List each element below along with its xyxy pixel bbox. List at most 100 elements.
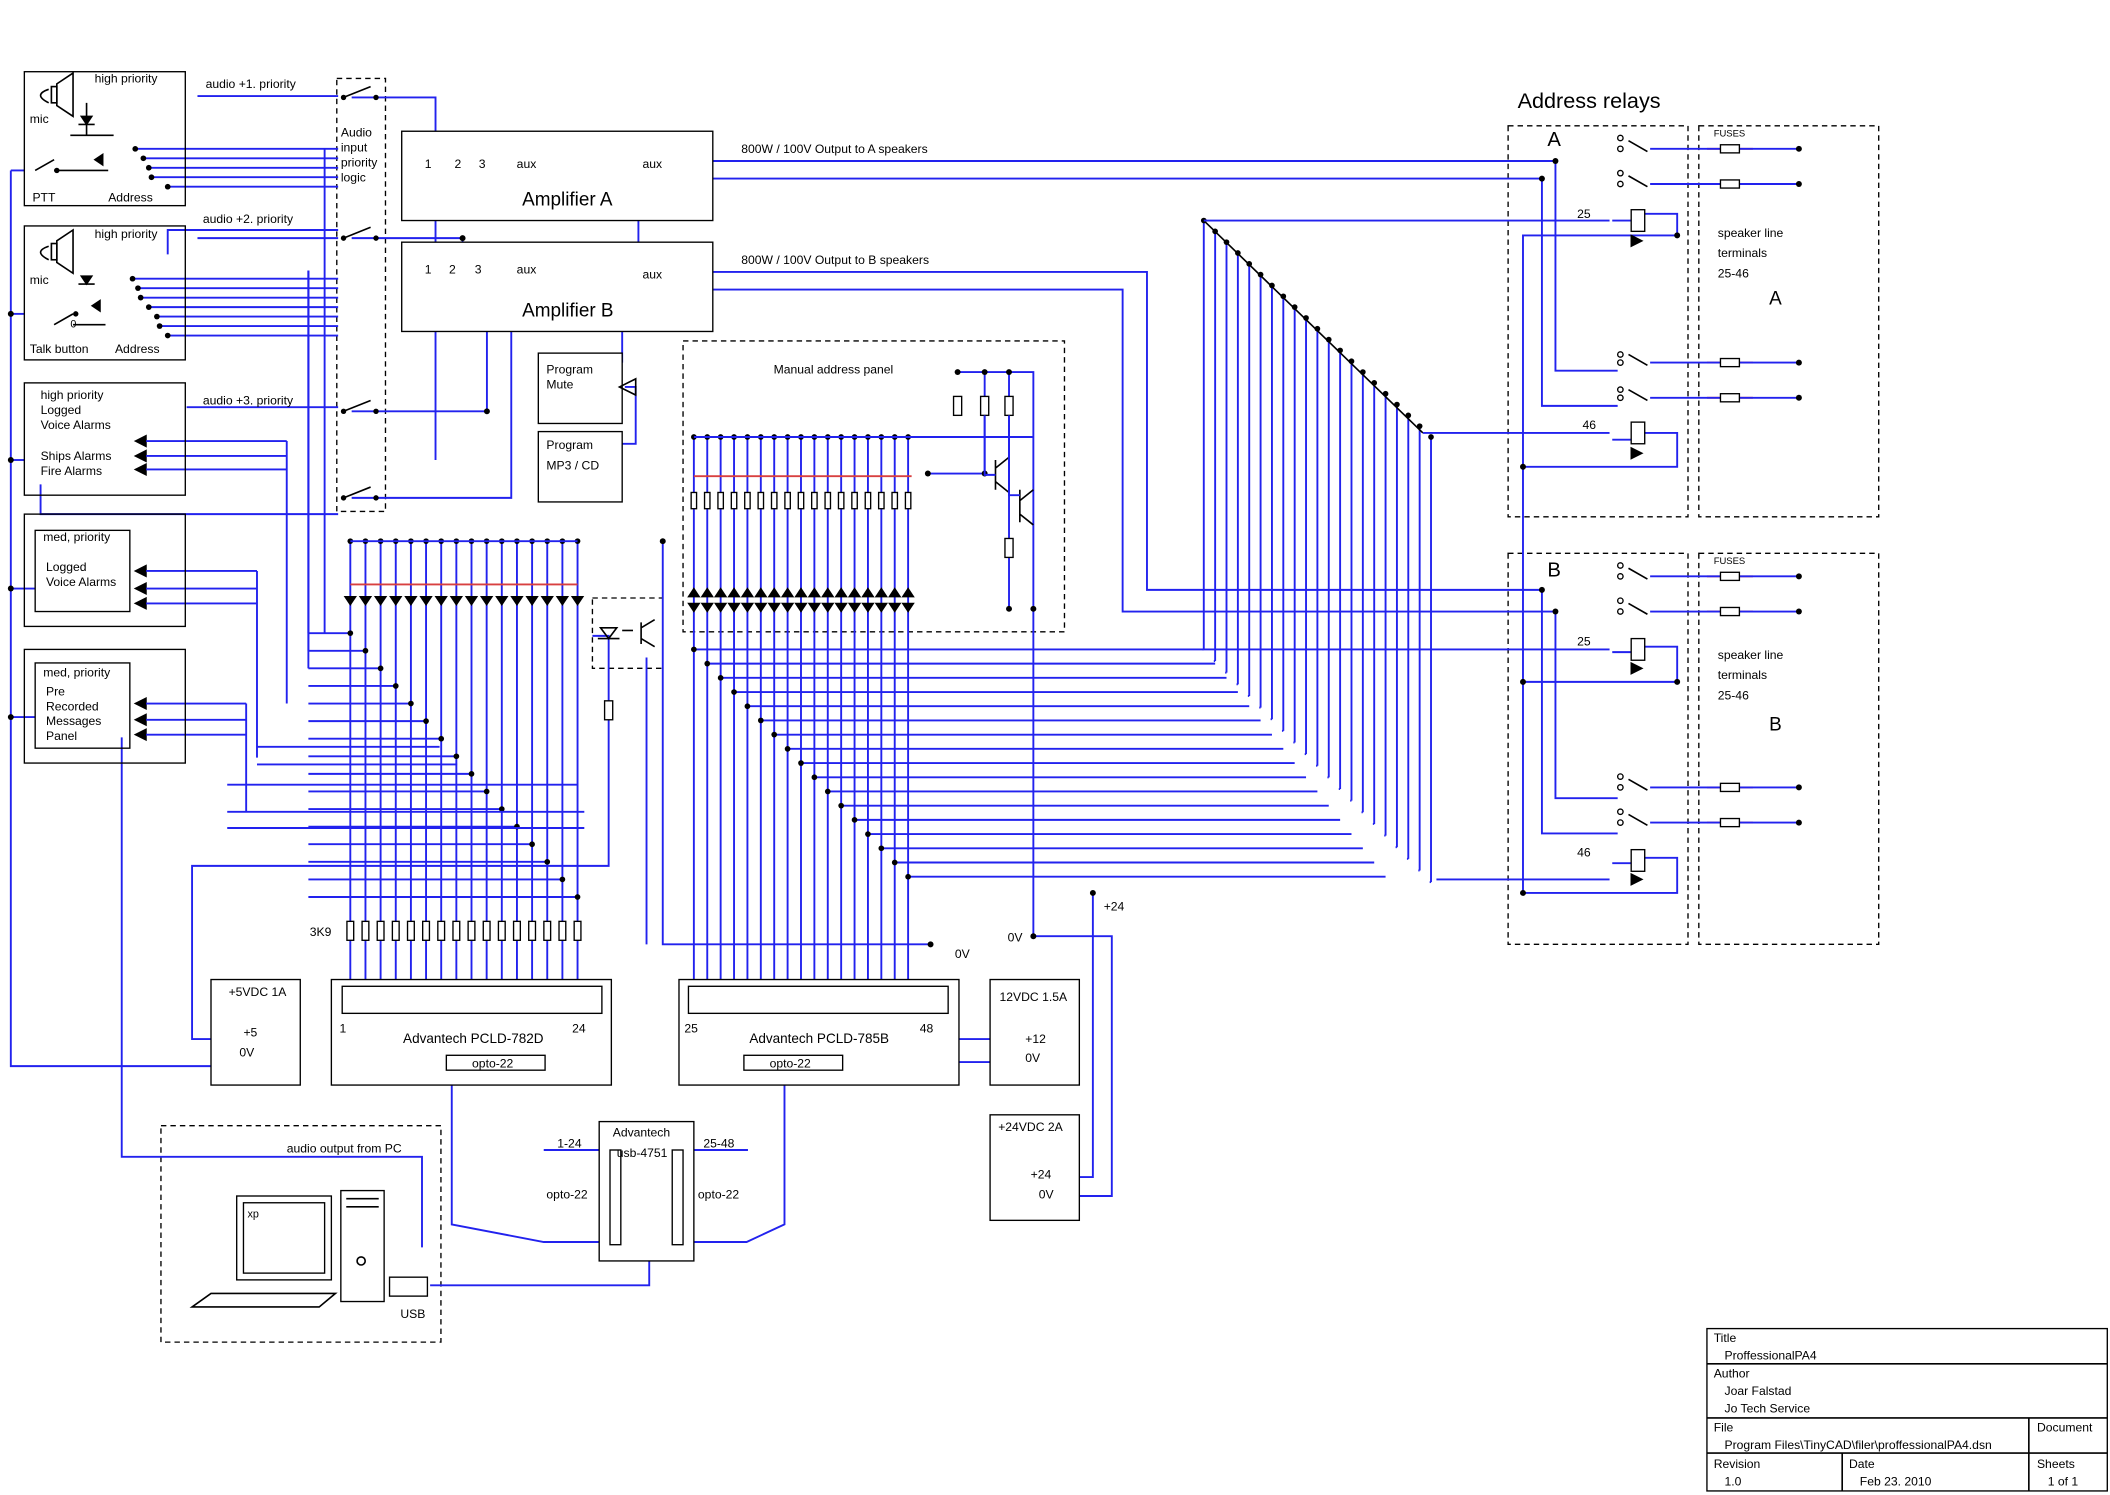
logged-voice-panel: med, priority Logged Voice Alarms [23, 513, 186, 628]
spk-a-line-1: speaker line [1718, 226, 1784, 240]
manual-switch-icon [744, 491, 751, 510]
logged-diode-icon [133, 564, 147, 578]
relay-b-coil-46-icon [1630, 848, 1646, 872]
pcld782-diode-icon [479, 595, 494, 606]
audio-priority-1: audio +1. priority [206, 77, 297, 91]
address-stair-dot [771, 731, 778, 738]
va-line-3: Voice Alarms [41, 418, 111, 432]
tower-icon [340, 1189, 385, 1303]
tb-date: Feb 23. 2010 [1860, 1475, 1932, 1489]
relay-a-46: 46 [1583, 418, 1597, 432]
relay-a-25: 25 [1577, 207, 1591, 221]
pcld782-stair-dot [438, 735, 445, 742]
tb-title: ProffessionalPA4 [1725, 1349, 1817, 1363]
manual-panel-title: Manual address panel [774, 362, 894, 376]
manual-diode-up-icon [861, 587, 875, 598]
mic-2-zero: 0 [70, 318, 76, 330]
res-4-icon [1004, 537, 1014, 559]
relay-a-coil-46-icon [1630, 421, 1646, 445]
med-priority-2: med, priority [43, 665, 111, 679]
amp-a-aux-out: aux [642, 157, 662, 171]
pcld782-diode-icon [495, 595, 509, 606]
relay-b-coil-25-icon [1630, 637, 1646, 661]
program-mp3-box: Program MP3 / CD [537, 430, 623, 503]
logged-line-2: Voice Alarms [46, 575, 116, 589]
relay-fan-diagonal-dot [1291, 304, 1298, 310]
optocoupler [597, 618, 656, 721]
pcld782-resistor-icon [482, 920, 491, 941]
manual-diode-up-icon [888, 587, 902, 598]
manual-switch-icon [851, 491, 858, 510]
pre-line-2: Recorded [46, 699, 99, 713]
pc: audio output from PC xp USB [189, 1142, 429, 1321]
terminal-box-b [1698, 552, 1880, 946]
manual-diode-up-icon [700, 587, 714, 598]
manual-switch-icon [690, 491, 698, 510]
logic-line-3: priority [341, 155, 378, 169]
tb-revision: 1.0 [1725, 1475, 1742, 1489]
manual-diode-up-icon [687, 587, 701, 598]
amp-b-aux-in: aux [517, 262, 537, 276]
address-stair-dot [824, 788, 831, 795]
psu24-plus: +24 [1031, 1167, 1052, 1181]
manual-diode-up-icon [847, 587, 862, 598]
voice-alarms-panel: high priority Logged Voice Alarms Ships … [23, 382, 186, 496]
zone-a-label: A [1547, 129, 1561, 151]
va-line-2: Logged [41, 403, 82, 417]
r3k9-label: 3K9 [310, 925, 332, 939]
pcld782-diode-icon [525, 595, 539, 606]
amp-a-in1: 1 [425, 157, 432, 171]
manual-diode-down-icon [888, 602, 902, 613]
pcld782-resistor-icon [512, 920, 522, 941]
usb4751-line-1: Advantech [613, 1125, 670, 1139]
relay-contact-terminal [1616, 773, 1624, 780]
relay-b-46: 46 [1577, 845, 1591, 859]
tb-title-label: Title [1714, 1331, 1737, 1345]
manual-diode-down-icon [767, 602, 781, 613]
manual-address-panel-box [682, 340, 1066, 633]
fuse-b4-icon [1719, 817, 1741, 828]
pcld-782-title: Advantech PCLD-782D [403, 1031, 544, 1046]
spk-b-line-1: speaker line [1718, 648, 1784, 662]
manual-switch-icon [717, 491, 725, 510]
relay-fan-diagonal [1203, 219, 1424, 434]
manual-switch-icon [824, 491, 832, 510]
relay-contact-terminal [1616, 145, 1624, 153]
psu5-plus: +5 [243, 1025, 257, 1039]
psu12-plus: +12 [1025, 1032, 1046, 1046]
relay-contact-terminal [1616, 169, 1624, 177]
program-mp3-line-1: Program [546, 438, 593, 452]
ships-alarms-label: Ships Alarms [41, 449, 112, 463]
mic1-address-terminal [164, 183, 171, 190]
relay-contact-terminal [1616, 386, 1624, 394]
pcld782-stair-dot [408, 700, 414, 707]
pre-diode-icon [133, 697, 147, 711]
manual-diode-down-icon [687, 602, 701, 613]
address-stair-dot [878, 845, 885, 852]
manual-diode-down-icon [713, 602, 728, 613]
tb-company: Jo Tech Service [1725, 1401, 1811, 1415]
pcld782-stair-dot [423, 718, 429, 724]
program-mp3-line-2: MP3 / CD [546, 458, 599, 472]
fuse-a1-icon [1719, 144, 1741, 154]
pcld782-resistor-icon [497, 920, 506, 941]
manual-diode-down-icon [874, 602, 889, 613]
alarm-diode-icon [133, 462, 147, 476]
program-mute-line-1: Program [546, 362, 593, 376]
usb-plug-icon [388, 1276, 429, 1297]
tb-file-label: File [1714, 1420, 1734, 1434]
pcld782-stair-dot [498, 806, 505, 812]
mic-1-priority: high priority [95, 72, 159, 86]
amp-a-title: Amplifier A [522, 190, 613, 211]
manual-switch-icon [770, 491, 778, 510]
pc-box [160, 1124, 442, 1343]
pcld-785-title: Advantech PCLD-785B [749, 1031, 889, 1046]
pcld782-resistor-icon [543, 920, 552, 941]
mic2-address-terminal [156, 323, 163, 329]
tb-author: Joar Falstad [1725, 1384, 1792, 1398]
manual-switch-icon [757, 491, 765, 510]
pre-line-4: Panel [46, 729, 77, 743]
pcld782-diode-icon [540, 595, 554, 606]
output-a-label: 800W / 100V Output to A speakers [741, 142, 927, 156]
